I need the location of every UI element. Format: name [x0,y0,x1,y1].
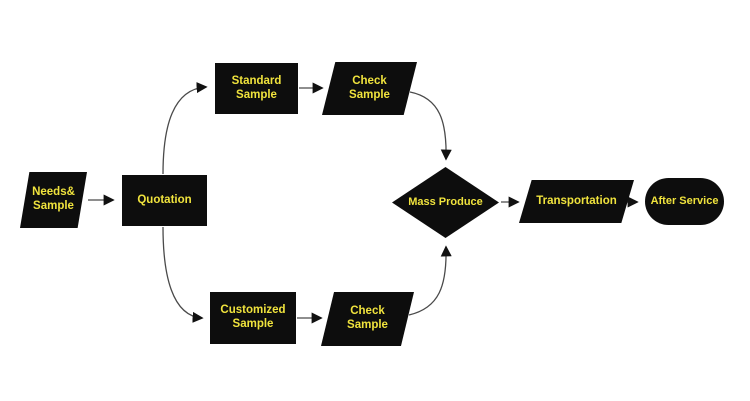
node-needs-sample-label: Needs& Sample [32,186,75,212]
node-transportation: Transportation [519,180,634,223]
node-quotation-label: Quotation [137,193,192,206]
node-needs-sample: Needs& Sample [20,172,87,228]
node-check-sample-bottom: Check Sample [321,292,414,346]
node-check-sample-top: Check Sample [322,62,417,115]
node-check-sample-bottom-label: Check Sample [347,305,388,331]
node-customized-sample: Customized Sample [210,292,296,344]
node-mass-produce-label: Mass Produce [408,195,483,208]
node-standard-sample: Standard Sample [215,63,298,114]
edge-check-sample-top-to-mass-produce [409,91,452,161]
node-check-sample-top-label: Check Sample [349,74,390,101]
node-quotation: Quotation [122,175,207,226]
node-transportation-label: Transportation [536,194,617,207]
node-standard-sample-label: Standard Sample [231,74,282,101]
node-after-service-label: After Service [650,194,719,207]
edge-quotation-to-standard-sample [162,82,208,175]
node-after-service: After Service [645,178,724,225]
edge-check-sample-bottom-to-mass-produce [408,245,452,316]
edge-quotation-to-customized-sample [162,226,204,323]
node-customized-sample-label: Customized Sample [220,304,286,330]
